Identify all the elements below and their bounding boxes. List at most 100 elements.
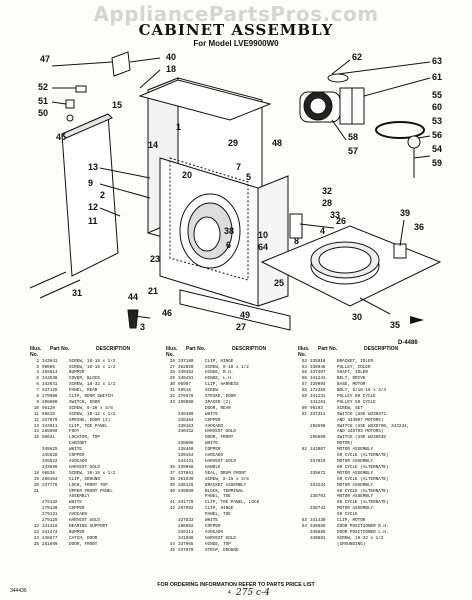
callout-40: 40 xyxy=(166,52,176,62)
part-desc: SCREW, 8-15 x 3/8 xyxy=(205,476,249,482)
callout-46: 46 xyxy=(162,308,172,318)
part-part: 343234 xyxy=(310,482,326,488)
part-part: 337125 xyxy=(42,388,58,394)
callout-57: 57 xyxy=(348,146,358,156)
part-desc: AVOCADO xyxy=(205,453,224,459)
callout-9: 9 xyxy=(88,178,93,188)
part-desc: BELT, DRIVE xyxy=(337,376,366,382)
part-part: 337311 xyxy=(310,411,326,417)
part-part: 276676 xyxy=(178,394,194,400)
part-part: 337833 xyxy=(178,518,194,524)
callout-62: 62 xyxy=(352,52,362,62)
part-desc: BLOCK, TERMINAL xyxy=(205,488,244,494)
part-part: 338460 xyxy=(178,447,194,453)
watermark: AppliancePartsPros.com xyxy=(93,2,379,26)
part-no: 19 xyxy=(33,476,39,482)
callout-26: 26 xyxy=(336,216,346,226)
part-no: 61 xyxy=(301,411,307,417)
callout-48: 48 xyxy=(272,138,282,148)
part-no: 38 xyxy=(169,476,175,482)
callout-63: 63 xyxy=(432,56,442,66)
header-desc: DESCRIPTION xyxy=(232,346,267,352)
diagram-reference: D-4486 xyxy=(398,340,418,346)
part-part: 279130 xyxy=(42,506,58,512)
part-part: 298599 xyxy=(310,423,326,429)
part-part: 98129 xyxy=(42,405,55,411)
part-desc: SWITCH (USE W339700, 343234, xyxy=(337,423,410,429)
part-part: 279998 xyxy=(42,394,58,400)
part-desc: DOOR, REAR xyxy=(205,405,231,411)
part-desc: MOTOR ASSEMBLY xyxy=(337,506,374,512)
callout-49: 49 xyxy=(240,310,250,320)
part-no: 40 xyxy=(169,488,175,494)
header-part: Part No. xyxy=(186,346,206,352)
part-desc: CLIP, HINGE xyxy=(205,506,234,512)
callout-58: 58 xyxy=(348,132,358,142)
part-part: 339089 xyxy=(178,488,194,494)
part-desc: AVOCADO xyxy=(69,459,88,464)
part-part: 286982 xyxy=(178,523,194,529)
callout-52: 52 xyxy=(38,82,48,92)
part-desc: SCREW, 6-18 x 1/2 xyxy=(205,364,249,370)
part-desc: SPACER (2) xyxy=(205,399,231,405)
callout-30: 30 xyxy=(352,312,362,322)
part-desc: CATCH, DOOR xyxy=(69,535,98,541)
part-part: 339068 xyxy=(178,464,194,470)
part-no: 12 xyxy=(33,417,39,423)
part-no: 23 xyxy=(33,529,39,535)
part-desc: COPPER xyxy=(205,417,221,423)
part-part: 343696 xyxy=(42,464,58,470)
part-no: 54 xyxy=(301,364,307,370)
part-desc: AVOCADO xyxy=(205,423,224,429)
callout-10: 10 xyxy=(258,230,268,240)
part-desc: SCREW, 10-16 x 1/2 xyxy=(69,364,116,370)
part-desc: BASE, MOTOR xyxy=(337,382,366,388)
callout-64: 64 xyxy=(258,242,268,252)
part-desc: PANEL, TOE xyxy=(205,512,231,518)
callout-7: 7 xyxy=(236,162,241,172)
part-no: 62 xyxy=(301,447,307,453)
part-desc: PULLEY 60 CYCLE xyxy=(337,394,376,400)
part-desc: MOTOR ASSEMBLY xyxy=(337,482,374,488)
part-part: 340681 xyxy=(310,535,326,541)
part-desc: CABINET xyxy=(69,441,88,447)
part-desc: BUMPER xyxy=(69,529,85,535)
part-part: 343641 xyxy=(42,382,58,388)
part-part: 341776 xyxy=(178,500,194,506)
part-desc: AVOCADO xyxy=(205,529,224,535)
part-desc: CLIP, GROUND xyxy=(69,476,100,482)
part-no: 5 xyxy=(36,376,39,382)
part-no: 29 xyxy=(169,376,175,382)
part-part: 285959 xyxy=(42,429,58,435)
page-number: 4 xyxy=(228,590,231,596)
part-desc: WHITE xyxy=(69,500,82,506)
part-part: 339164 xyxy=(178,453,194,459)
part-desc: PULLEY, IDLER xyxy=(337,364,371,370)
part-desc: PULLEY 50 CYCLE xyxy=(337,399,376,405)
